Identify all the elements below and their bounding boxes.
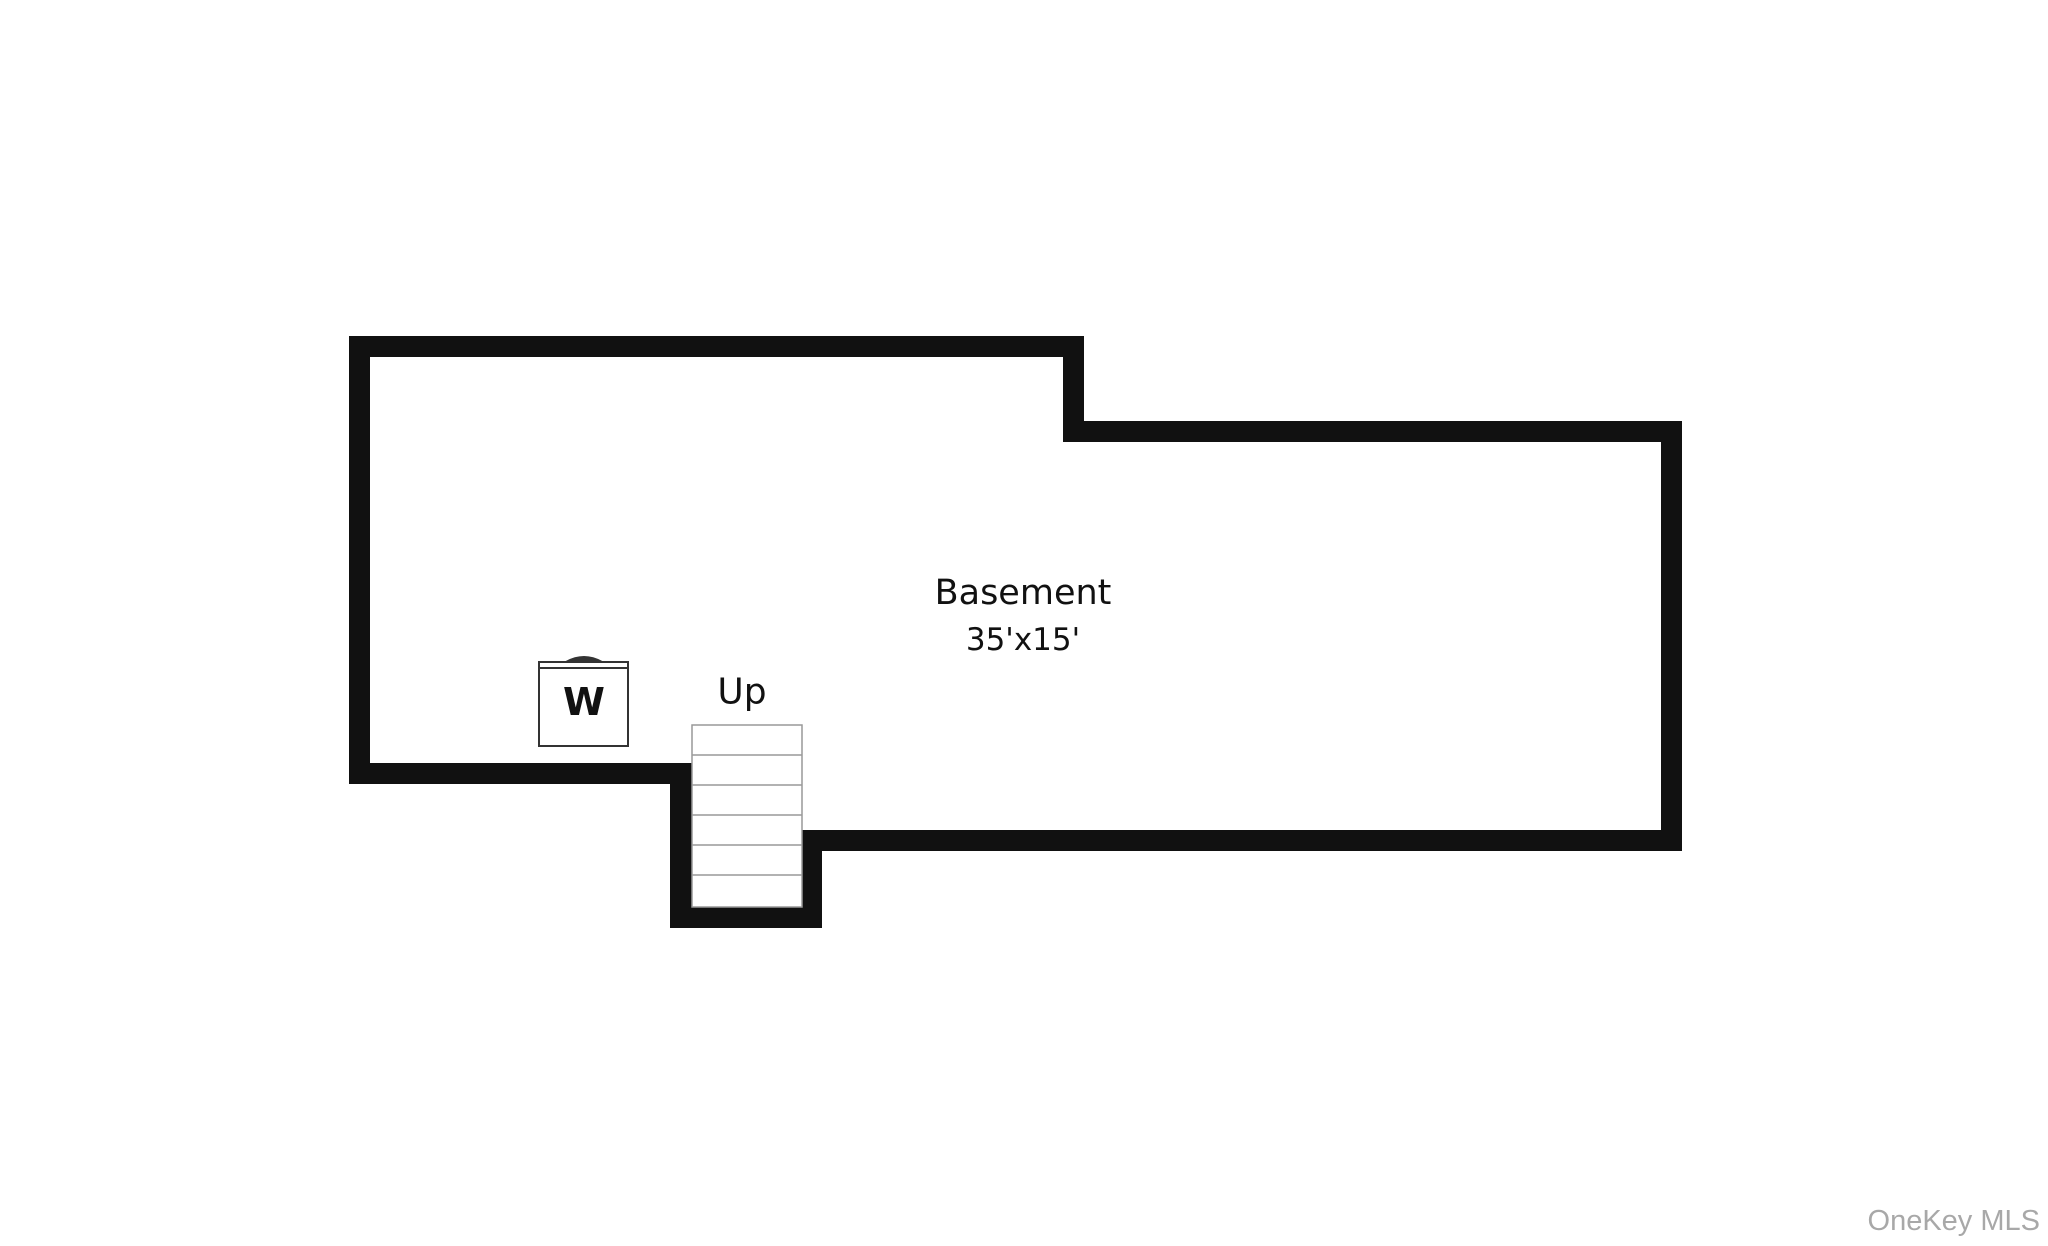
- washer-label: W: [563, 680, 605, 724]
- watermark: OneKey MLS: [1867, 1205, 2040, 1237]
- room-dimensions: 35'x15': [965, 622, 1081, 658]
- stairs-label: Up: [717, 671, 767, 713]
- stairs: [691, 724, 803, 908]
- washer-icon: [538, 656, 629, 747]
- room-name: Basement: [934, 573, 1112, 613]
